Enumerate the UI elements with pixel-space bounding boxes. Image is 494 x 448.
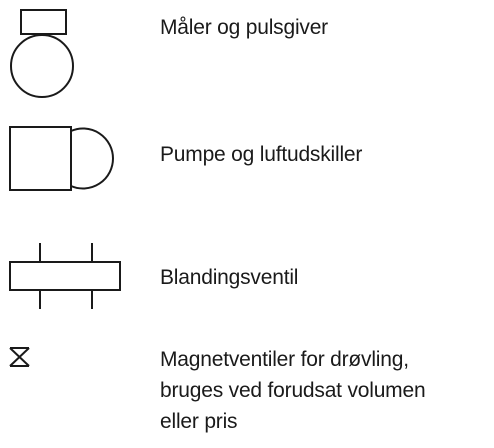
mixing-valve-icon <box>9 243 121 309</box>
legend-label-solenoid-valve-line-1: Magnetventiler for drøvling, <box>160 348 409 371</box>
legend-label-solenoid-valve-line-3: eller pris <box>160 410 238 433</box>
legend-label-mixing-valve-line-1: Blandingsventil <box>160 266 299 289</box>
legend-label-pump-line-1: Pumpe og luftudskiller <box>160 143 363 166</box>
legend-label-meter-line-1: Måler og pulsgiver <box>160 16 328 39</box>
legend-label-pump: Pumpe og luftudskiller <box>160 139 362 170</box>
meter-pulse-transmitter-icon <box>10 9 74 98</box>
legend-label-solenoid-valve: Magnetventiler for drøvling, bruges ved … <box>160 344 426 437</box>
legend-label-solenoid-valve-line-2: bruges ved forudsat volumen <box>160 379 426 402</box>
solenoid-valve-icon <box>9 347 30 367</box>
pump-air-separator-icon <box>9 126 114 191</box>
legend-label-meter: Måler og pulsgiver <box>160 12 328 43</box>
legend-label-mixing-valve: Blandingsventil <box>160 262 298 293</box>
